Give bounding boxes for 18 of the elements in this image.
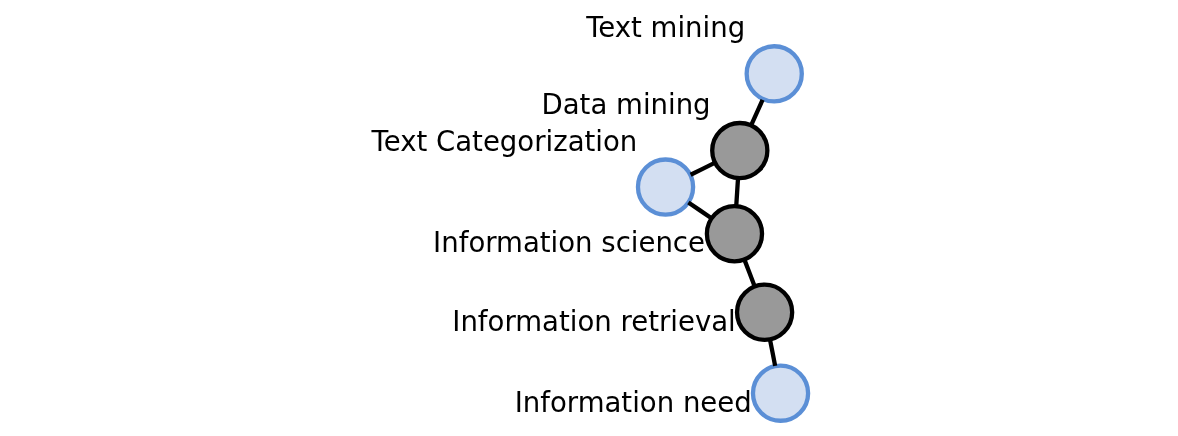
connector (686, 200, 712, 220)
node-label: Information need (514, 385, 752, 418)
node-circle (734, 282, 794, 342)
node-label: Information retrieval (451, 304, 736, 337)
node-circle (750, 363, 810, 423)
node-label: Data mining (541, 88, 711, 121)
connector (742, 259, 757, 288)
connector (733, 178, 740, 207)
node-circle (635, 157, 695, 217)
connector (767, 339, 777, 367)
node-circle (704, 204, 764, 264)
node-circle (709, 120, 769, 181)
node-label: Information science (432, 226, 705, 259)
node-label: Text mining (585, 11, 745, 44)
connector (748, 98, 765, 126)
node-circle (744, 44, 804, 104)
node-label: Text Categorization (371, 124, 637, 157)
connector (689, 161, 716, 177)
